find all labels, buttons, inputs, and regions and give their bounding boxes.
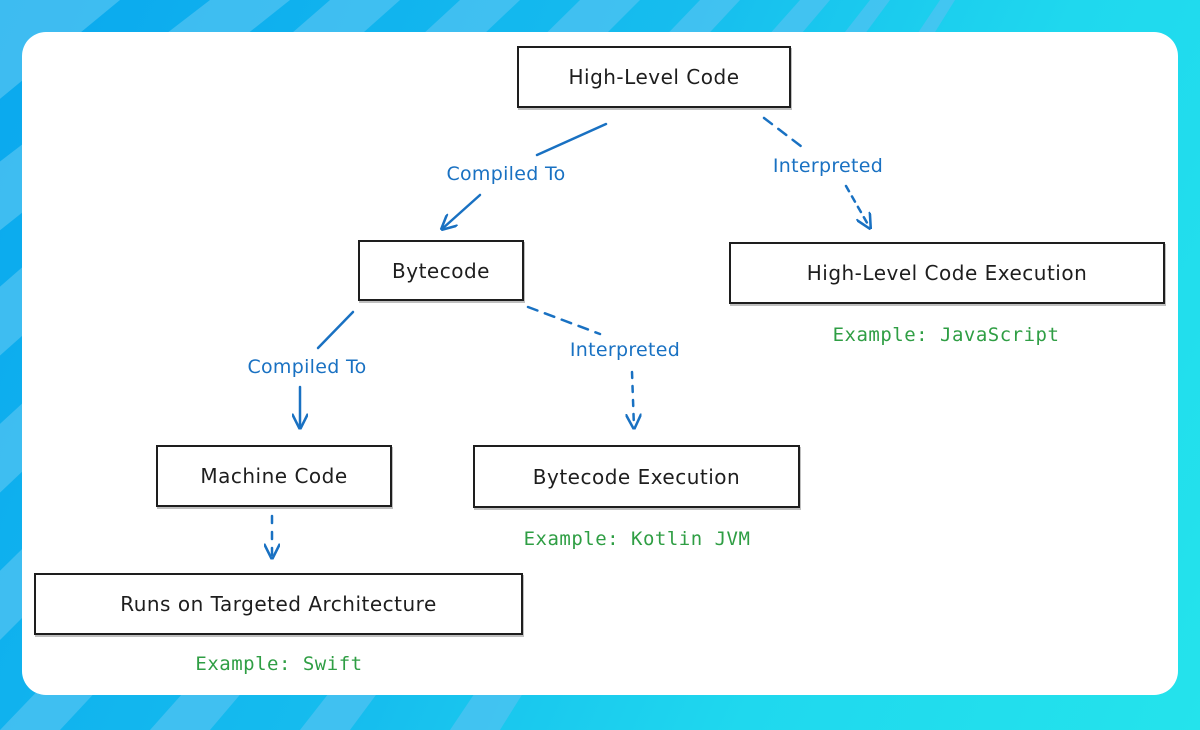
- edge-label-interpreted: Interpreted: [772, 155, 884, 177]
- edge-label-interpreted: Interpreted: [569, 339, 681, 361]
- edge-bytecode-to-machine: [316, 310, 355, 350]
- example-swift: Example: Swift: [195, 653, 363, 675]
- edge-hlc-to-hlc-execution: [762, 116, 808, 152]
- node-high-level-code-execution: High-Level Code Execution: [729, 242, 1165, 304]
- edge-label-compiled-to: Compiled To: [446, 163, 566, 185]
- edge-bytecode-to-bytecode-execution-arrow: [632, 370, 634, 428]
- node-label: Bytecode: [392, 258, 490, 283]
- node-label: Runs on Targeted Architecture: [120, 592, 437, 616]
- example-javascript: Example: JavaScript: [832, 324, 1060, 346]
- edge-label-compiled-to: Compiled To: [247, 356, 367, 378]
- edge-hlc-to-hlc-execution-arrow: [844, 184, 870, 228]
- node-high-level-code: High-Level Code: [517, 46, 791, 108]
- edge-hlc-to-bytecode-arrow: [442, 193, 482, 229]
- node-label: Machine Code: [200, 464, 348, 488]
- edge-hlc-to-bytecode: [535, 122, 608, 157]
- node-bytecode-execution: Bytecode Execution: [473, 445, 800, 508]
- edge-bytecode-to-bytecode-execution: [526, 305, 602, 336]
- node-label: High-Level Code: [568, 65, 740, 89]
- example-kotlin-jvm: Example: Kotlin JVM: [523, 528, 751, 550]
- node-machine-code: Machine Code: [156, 445, 392, 507]
- node-bytecode: Bytecode: [358, 240, 524, 301]
- node-label: Bytecode Execution: [532, 464, 741, 489]
- node-runs-on-targeted-architecture: Runs on Targeted Architecture: [34, 573, 523, 635]
- node-label: High-Level Code Execution: [806, 261, 1088, 285]
